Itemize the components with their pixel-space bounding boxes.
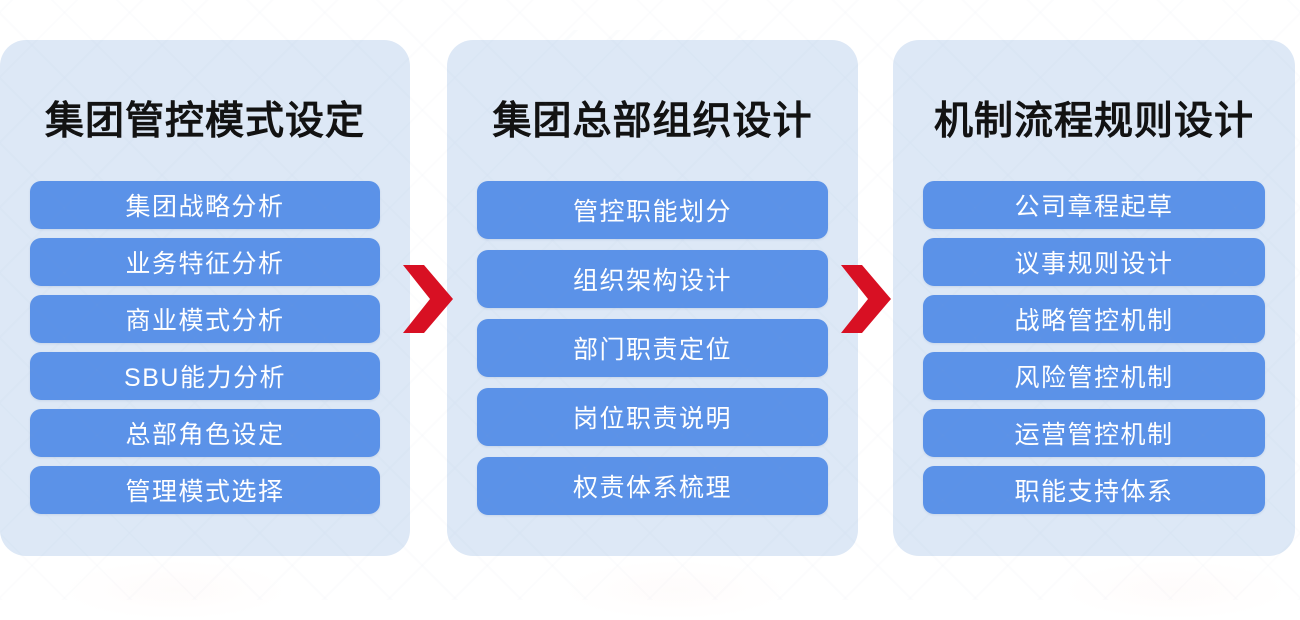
watermark-chevron-bottom xyxy=(560,560,790,620)
stage-title-1: 集团管控模式设定 xyxy=(44,100,365,143)
stage-3-item-2[interactable]: 议事规则设计 xyxy=(923,238,1265,286)
stage-1-item-2[interactable]: 业务特征分析 xyxy=(30,238,380,286)
stage-1-item-3[interactable]: 商业模式分析 xyxy=(30,295,380,343)
stage-item-list-2: 管控职能划分 组织架构设计 部门职责定位 岗位职责说明 权责体系梳理 xyxy=(477,181,828,515)
stage-panel-2: 集团总部组织设计 管控职能划分 组织架构设计 部门职责定位 岗位职责说明 权责体… xyxy=(447,40,858,556)
stage-3-item-6[interactable]: 职能支持体系 xyxy=(923,466,1265,514)
watermark-chevron-bottom-left xyxy=(60,560,290,620)
chevron-right-icon xyxy=(403,265,453,333)
stage-3-item-1[interactable]: 公司章程起草 xyxy=(923,181,1265,229)
stage-3-item-5[interactable]: 运营管控机制 xyxy=(923,409,1265,457)
watermark-chevron-bottom-right xyxy=(1060,560,1290,620)
stage-panel-1: 集团管控模式设定 集团战略分析 业务特征分析 商业模式分析 SBU能力分析 总部… xyxy=(0,40,410,556)
stage-2-item-1[interactable]: 管控职能划分 xyxy=(477,181,828,239)
stage-title-2: 集团总部组织设计 xyxy=(492,100,813,143)
stage-2-item-2[interactable]: 组织架构设计 xyxy=(477,250,828,308)
stage-1-item-6[interactable]: 管理模式选择 xyxy=(30,466,380,514)
stage-1-item-1[interactable]: 集团战略分析 xyxy=(30,181,380,229)
stage-2-item-5[interactable]: 权责体系梳理 xyxy=(477,457,828,515)
stage-item-list-3: 公司章程起草 议事规则设计 战略管控机制 风险管控机制 运营管控机制 职能支持体… xyxy=(923,181,1265,514)
stage-1-item-4[interactable]: SBU能力分析 xyxy=(30,352,380,400)
stage-3-item-4[interactable]: 风险管控机制 xyxy=(923,352,1265,400)
stage-panel-3: 机制流程规则设计 公司章程起草 议事规则设计 战略管控机制 风险管控机制 运营管… xyxy=(893,40,1295,556)
chevron-right-icon xyxy=(841,265,891,333)
stage-2-item-3[interactable]: 部门职责定位 xyxy=(477,319,828,377)
stage-item-list-1: 集团战略分析 业务特征分析 商业模式分析 SBU能力分析 总部角色设定 管理模式… xyxy=(30,181,380,514)
stage-1-item-5[interactable]: 总部角色设定 xyxy=(30,409,380,457)
stage-3-item-3[interactable]: 战略管控机制 xyxy=(923,295,1265,343)
process-flow-board: 集团管控模式设定 集团战略分析 业务特征分析 商业模式分析 SBU能力分析 总部… xyxy=(0,40,1300,556)
stage-2-item-4[interactable]: 岗位职责说明 xyxy=(477,388,828,446)
stage-title-3: 机制流程规则设计 xyxy=(933,100,1254,143)
